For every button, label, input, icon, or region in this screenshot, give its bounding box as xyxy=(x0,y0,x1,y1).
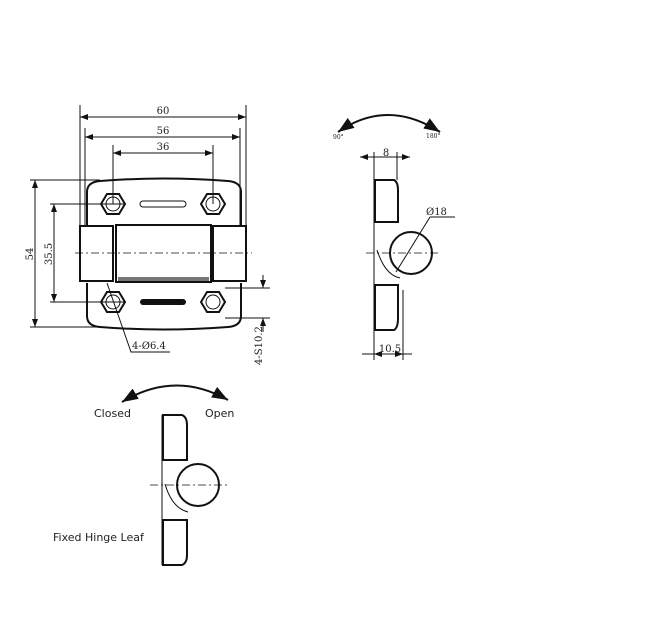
label-open: Open xyxy=(205,407,234,420)
front-view: 60 56 36 54 35.5 4-S10.2 4-Ø6.4 xyxy=(25,105,270,365)
dim-barrel-dia: Ø18 xyxy=(426,207,447,218)
dim-10-5: 10.5 xyxy=(379,344,401,355)
dim-36: 36 xyxy=(157,142,170,153)
dim-56: 56 xyxy=(157,126,170,137)
dim-8: 8 xyxy=(383,148,389,159)
label-closed: Closed xyxy=(94,407,131,420)
angle-180: 180° xyxy=(426,133,440,140)
label-fixed-leaf: Fixed Hinge Leaf xyxy=(53,531,145,544)
dim-54: 54 xyxy=(25,248,36,261)
dim-60: 60 xyxy=(157,106,170,117)
dim-35-5: 35.5 xyxy=(44,243,55,265)
dim-hole-dia: 4-Ø6.4 xyxy=(132,341,166,352)
side-view: 90° 180° 8 Ø18 10.5 xyxy=(333,114,455,360)
operation-view: Closed Open Fixed Hinge Leaf xyxy=(53,384,234,566)
angle-90: 90° xyxy=(333,134,344,141)
dim-counterbore: 4-S10.2 xyxy=(254,326,265,365)
